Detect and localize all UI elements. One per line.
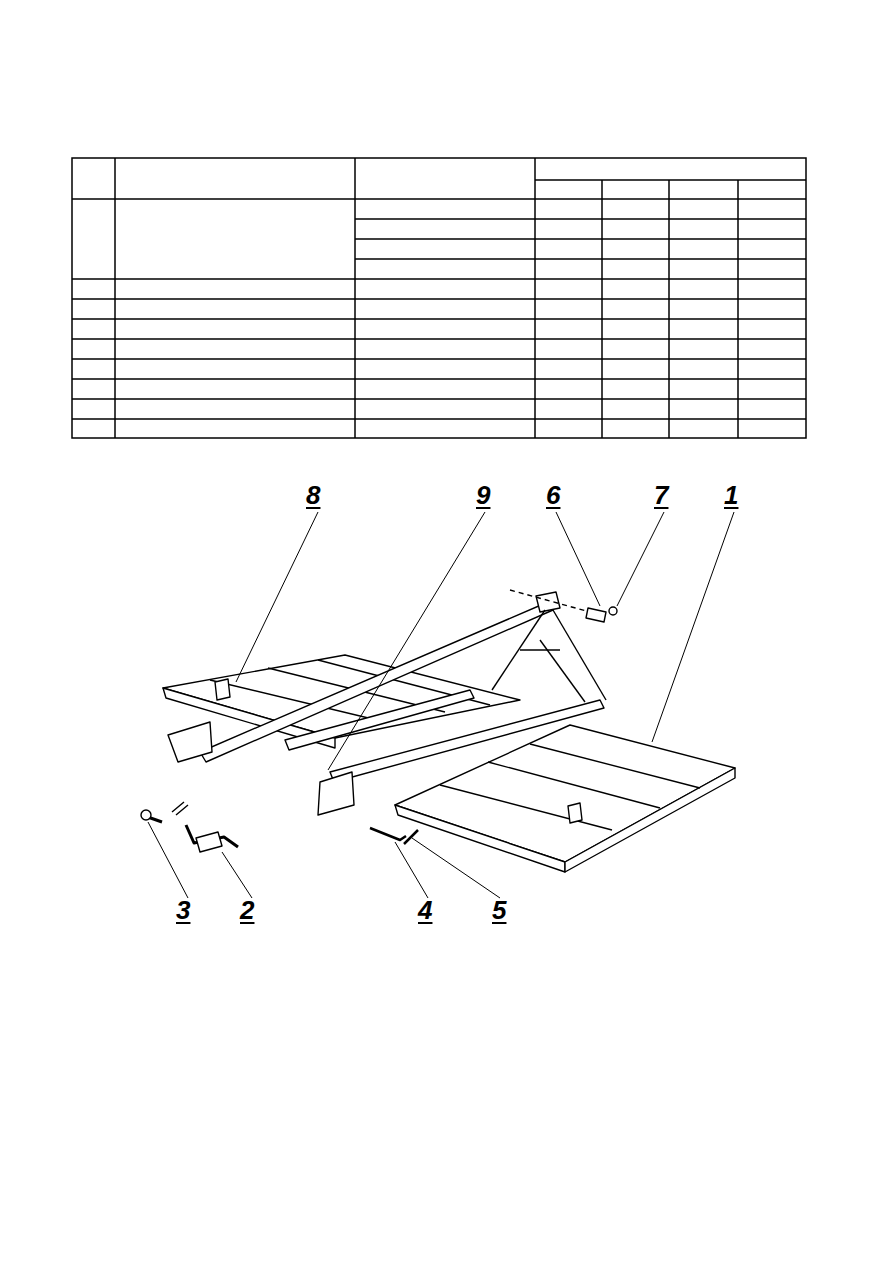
callout-number: 5 [486, 895, 512, 925]
callout-number: 2 [234, 895, 260, 925]
callout-number: 6 [540, 480, 566, 510]
callout-number: 1 [718, 480, 744, 510]
parts-table [72, 158, 806, 438]
leveler-drawing [141, 590, 735, 872]
callout-number: 9 [470, 480, 496, 510]
callout-number: 4 [412, 895, 438, 925]
callout-number: 8 [300, 480, 326, 510]
callout-number: 7 [648, 480, 674, 510]
callout-number: 3 [170, 895, 196, 925]
leader-lines [148, 512, 734, 898]
